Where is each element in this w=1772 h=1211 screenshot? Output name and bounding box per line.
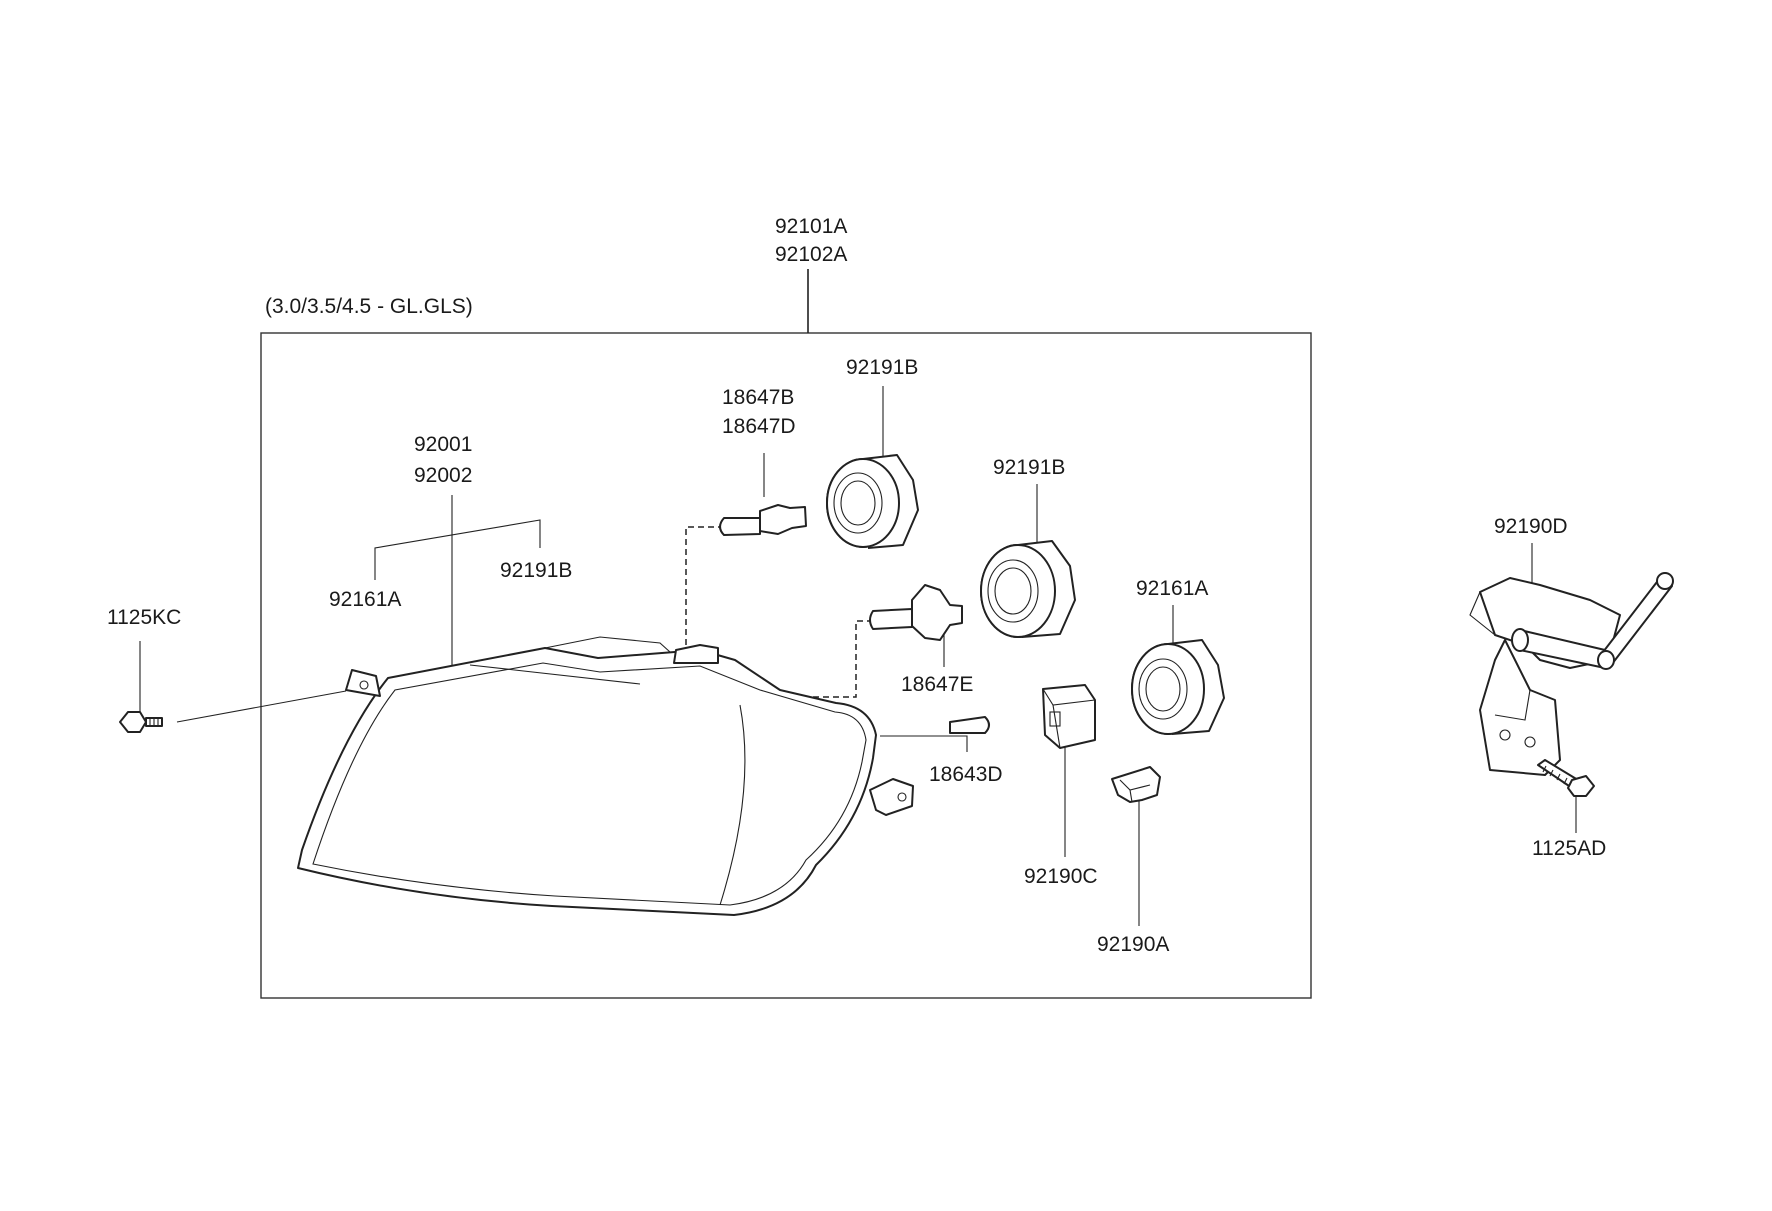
clip-92190A bbox=[1111, 766, 1161, 803]
module-92190C bbox=[1042, 684, 1096, 749]
label-92190C[interactable]: 92190C bbox=[1024, 865, 1098, 888]
label-92191B-left[interactable]: 92191B bbox=[500, 559, 572, 582]
label-18647B[interactable]: 18647B bbox=[722, 386, 794, 409]
label-92191B-top[interactable]: 92191B bbox=[846, 356, 918, 379]
assembly-frame bbox=[260, 332, 1312, 999]
headlamp-housing bbox=[297, 636, 990, 916]
screw-1125KC bbox=[119, 711, 163, 733]
label-1125KC[interactable]: 1125KC bbox=[107, 606, 181, 629]
bulb-18647B bbox=[719, 504, 807, 536]
bulb-guide-lower bbox=[805, 620, 873, 698]
cover-92161A-right bbox=[1131, 639, 1225, 735]
actuator-92190D bbox=[1469, 572, 1674, 776]
screw-1125AD bbox=[1537, 759, 1595, 797]
label-92191B-mid[interactable]: 92191B bbox=[993, 456, 1065, 479]
label-92161A-left[interactable]: 92161A bbox=[329, 588, 401, 611]
bulb-guide-upper bbox=[685, 526, 724, 652]
cover-92191B-top bbox=[826, 454, 919, 549]
assembly-number-1[interactable]: 92101A bbox=[775, 215, 847, 238]
label-92002[interactable]: 92002 bbox=[414, 464, 472, 487]
bulb-18647E bbox=[869, 584, 963, 641]
label-18643D[interactable]: 18643D bbox=[929, 763, 1003, 786]
label-18647E[interactable]: 18647E bbox=[901, 673, 973, 696]
variant-note: (3.0/3.5/4.5 - GL.GLS) bbox=[265, 295, 473, 318]
cover-92191B-mid bbox=[980, 540, 1076, 638]
assembly-number-2[interactable]: 92102A bbox=[775, 243, 847, 266]
label-92161A-right[interactable]: 92161A bbox=[1136, 577, 1208, 600]
label-92190D[interactable]: 92190D bbox=[1494, 515, 1568, 538]
label-92190A[interactable]: 92190A bbox=[1097, 933, 1169, 956]
label-18647D[interactable]: 18647D bbox=[722, 415, 796, 438]
label-92001[interactable]: 92001 bbox=[414, 433, 472, 456]
label-1125AD[interactable]: 1125AD bbox=[1532, 837, 1606, 860]
